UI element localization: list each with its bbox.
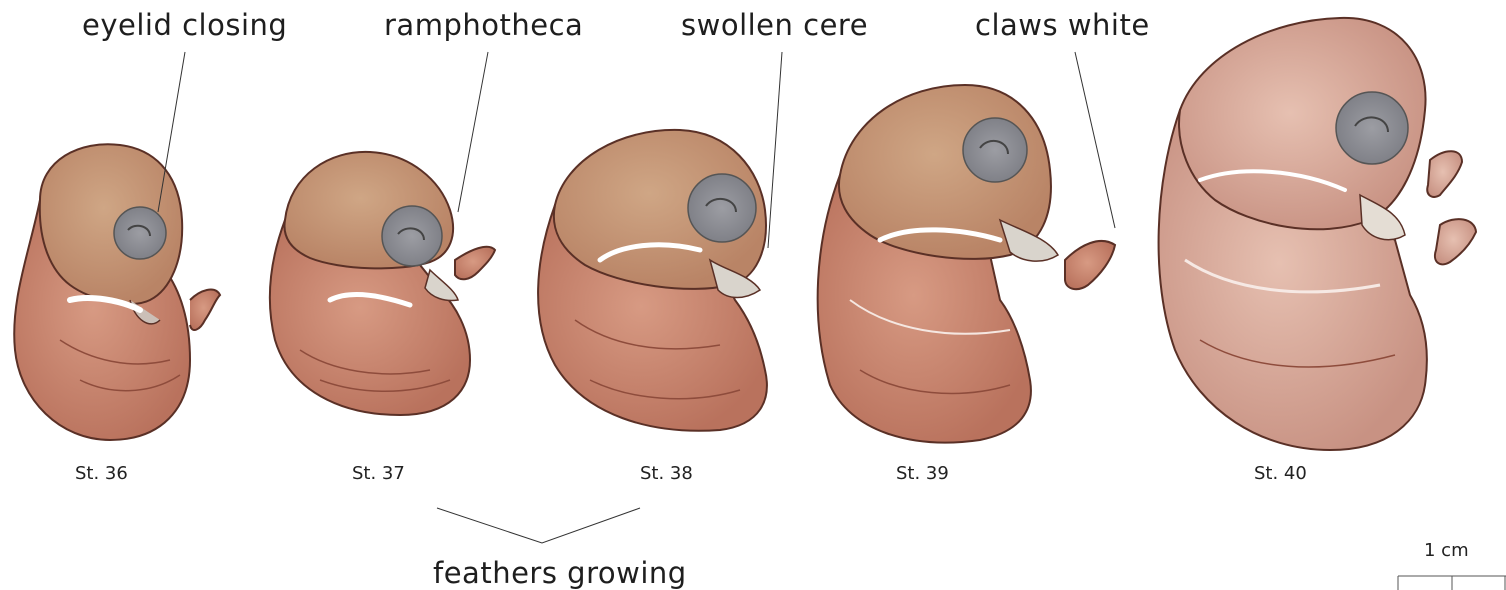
leader-line-cere [768,52,782,248]
embryo-stage-40 [1159,18,1476,450]
eye-icon [1336,92,1408,164]
leader-line-ramphotheca [458,52,488,212]
eye-icon [114,207,166,259]
embryo-stage-38 [538,130,767,431]
embryo-stage-39 [818,85,1115,443]
scale-bar [1398,576,1506,590]
eye-icon [688,174,756,242]
embryo-stage-36 [14,144,220,440]
eye-icon [382,206,442,266]
feathers-bracket [437,508,640,543]
embryo-stage-37 [270,152,495,415]
leader-line-claws [1075,52,1115,228]
eye-icon [963,118,1027,182]
